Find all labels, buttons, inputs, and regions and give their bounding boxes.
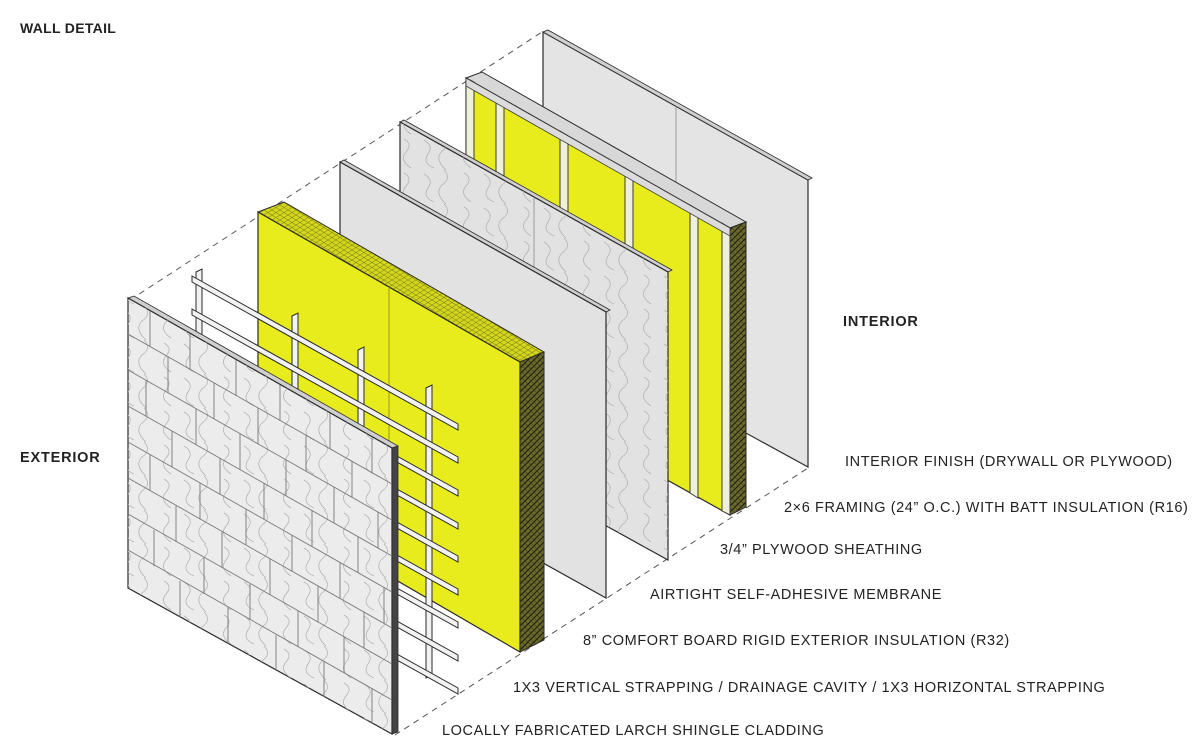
label-strapping: 1X3 VERTICAL STRAPPING / DRAINAGE CAVITY… bbox=[513, 680, 1106, 696]
interior-label: INTERIOR bbox=[843, 314, 919, 330]
label-framing: 2×6 FRAMING (24” O.C.) WITH BATT INSULAT… bbox=[784, 500, 1189, 516]
shingle-cladding-panel bbox=[127, 295, 399, 736]
page-title: WALL DETAIL bbox=[20, 20, 117, 36]
exterior-label: EXTERIOR bbox=[20, 450, 101, 466]
label-interior-finish: INTERIOR FINISH (DRYWALL OR PLYWOOD) bbox=[845, 454, 1173, 470]
rigid-insulation-board bbox=[256, 201, 546, 654]
label-membrane: AIRTIGHT SELF-ADHESIVE MEMBRANE bbox=[650, 587, 943, 603]
label-shingle-cladding: LOCALLY FABRICATED LARCH SHINGLE CLADDIN… bbox=[442, 723, 825, 739]
label-rigid-insulation: 8” COMFORT BOARD RIGID EXTERIOR INSULATI… bbox=[583, 633, 1010, 649]
label-plywood-sheathing: 3/4” PLYWOOD SHEATHING bbox=[720, 542, 923, 558]
